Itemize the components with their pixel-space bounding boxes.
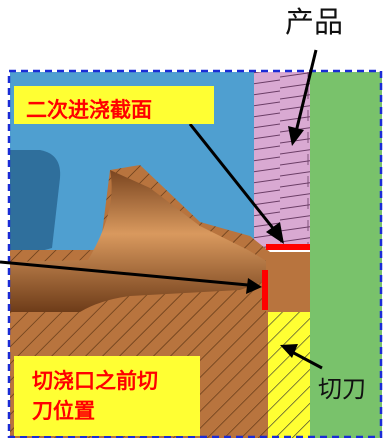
gate-cut-position-line1: 切浇口之前切 [32,369,158,393]
product-label: 产品 [285,5,344,39]
cutter-label: 切刀 [318,375,366,403]
mold-cavity-shadow [10,150,61,254]
detail-frame [7,69,383,438]
cut-position-marker [262,270,268,310]
cutter-blade [268,312,310,438]
gate-cut-position-line2: 刀位置 [32,399,95,424]
secondary-gate-section-label: 二次进浇截面 [14,86,214,124]
gate-cut-position-label: 切浇口之前切 刀位置 [14,356,200,436]
secondary-gate-marker [266,244,310,250]
runner-channel [10,170,268,312]
green-component [310,72,382,438]
arrow-gate-section [188,123,284,244]
arrow-cutter [280,344,323,370]
gate-block [266,252,310,312]
product-part [254,72,310,250]
arrow-product [288,49,318,146]
arrow-cut-position [0,260,262,294]
